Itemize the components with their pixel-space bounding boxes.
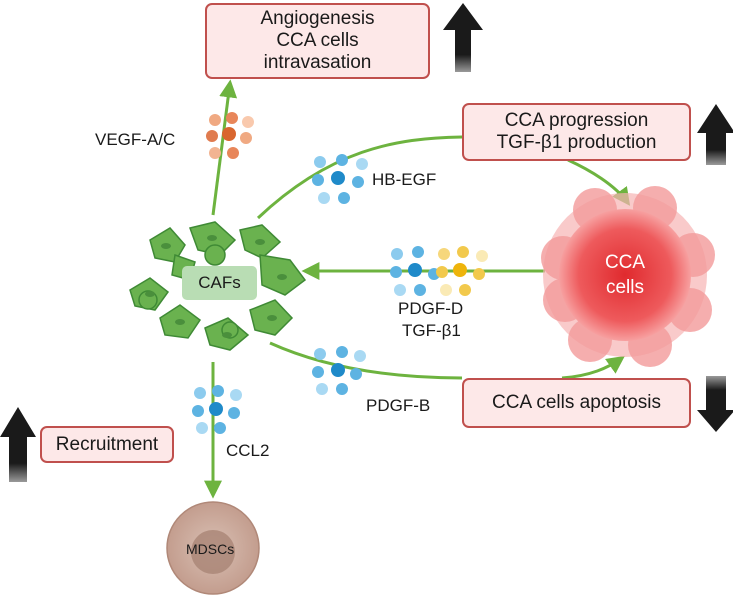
pdgfd-tgfb1-cytokine-dots [390,246,488,296]
cca-line-1: CCA [604,252,646,273]
arrow-cafs-to-angiogenesis [211,79,238,216]
pdgfb-label: PDGF-B [366,396,431,415]
progression-line-1: CCA progression [504,110,649,131]
cca-cells-label: CCA cells [585,250,665,300]
apoptosis-box: CCA cells apoptosis [462,378,691,428]
cafs-label: CAFs [182,266,257,300]
pdgfd-label: PDGF-D [398,299,464,318]
cca-line-2: cells [605,277,644,298]
ccl2-cytokine-dots [192,385,242,434]
tgfb1-label: TGF-β1 [402,321,461,340]
arrow-cafs-to-progression [256,135,463,220]
trend-arrow-apoptosis-down-icon [697,376,733,432]
hbegf-label: HB-EGF [372,170,437,189]
recruitment-box: Recruitment [40,426,174,463]
mdsc-graphic [166,501,260,595]
angiogenesis-line-1: Angiogenesis [260,8,375,29]
recruitment-line-1: Recruitment [55,433,159,455]
arrow-apoptosis-to-cca [561,355,625,380]
pathway-arrows [204,79,631,499]
progression-line-2: TGF-β1 production [496,132,657,153]
angiogenesis-line-3: intravasation [263,52,372,73]
cca-cells-graphic [541,186,715,367]
angiogenesis-line-2: CCA cells [276,30,359,51]
trend-arrow-progression-up-icon [697,104,733,165]
progression-box: CCA progression TGF-β1 production [462,103,691,161]
apoptosis-line-1: CCA cells apoptosis [492,392,661,413]
ccl2-label: CCL2 [226,441,270,460]
caf-nuclei [145,235,287,338]
pdgfb-cytokine-dots [312,346,366,395]
hbegf-cytokine-dots [312,154,368,204]
arrow-cafs-to-apoptosis [269,341,463,380]
angiogenesis-box: Angiogenesis CCA cells intravasation [205,3,430,79]
trend-arrow-angiogenesis-up-icon [443,3,483,72]
vegf-label: VEGF-A/C [95,130,176,149]
vegf-cytokine-dots [206,112,254,159]
trend-arrow-recruitment-up-icon [0,407,36,482]
mdscs-label: MDSCs [186,541,235,557]
